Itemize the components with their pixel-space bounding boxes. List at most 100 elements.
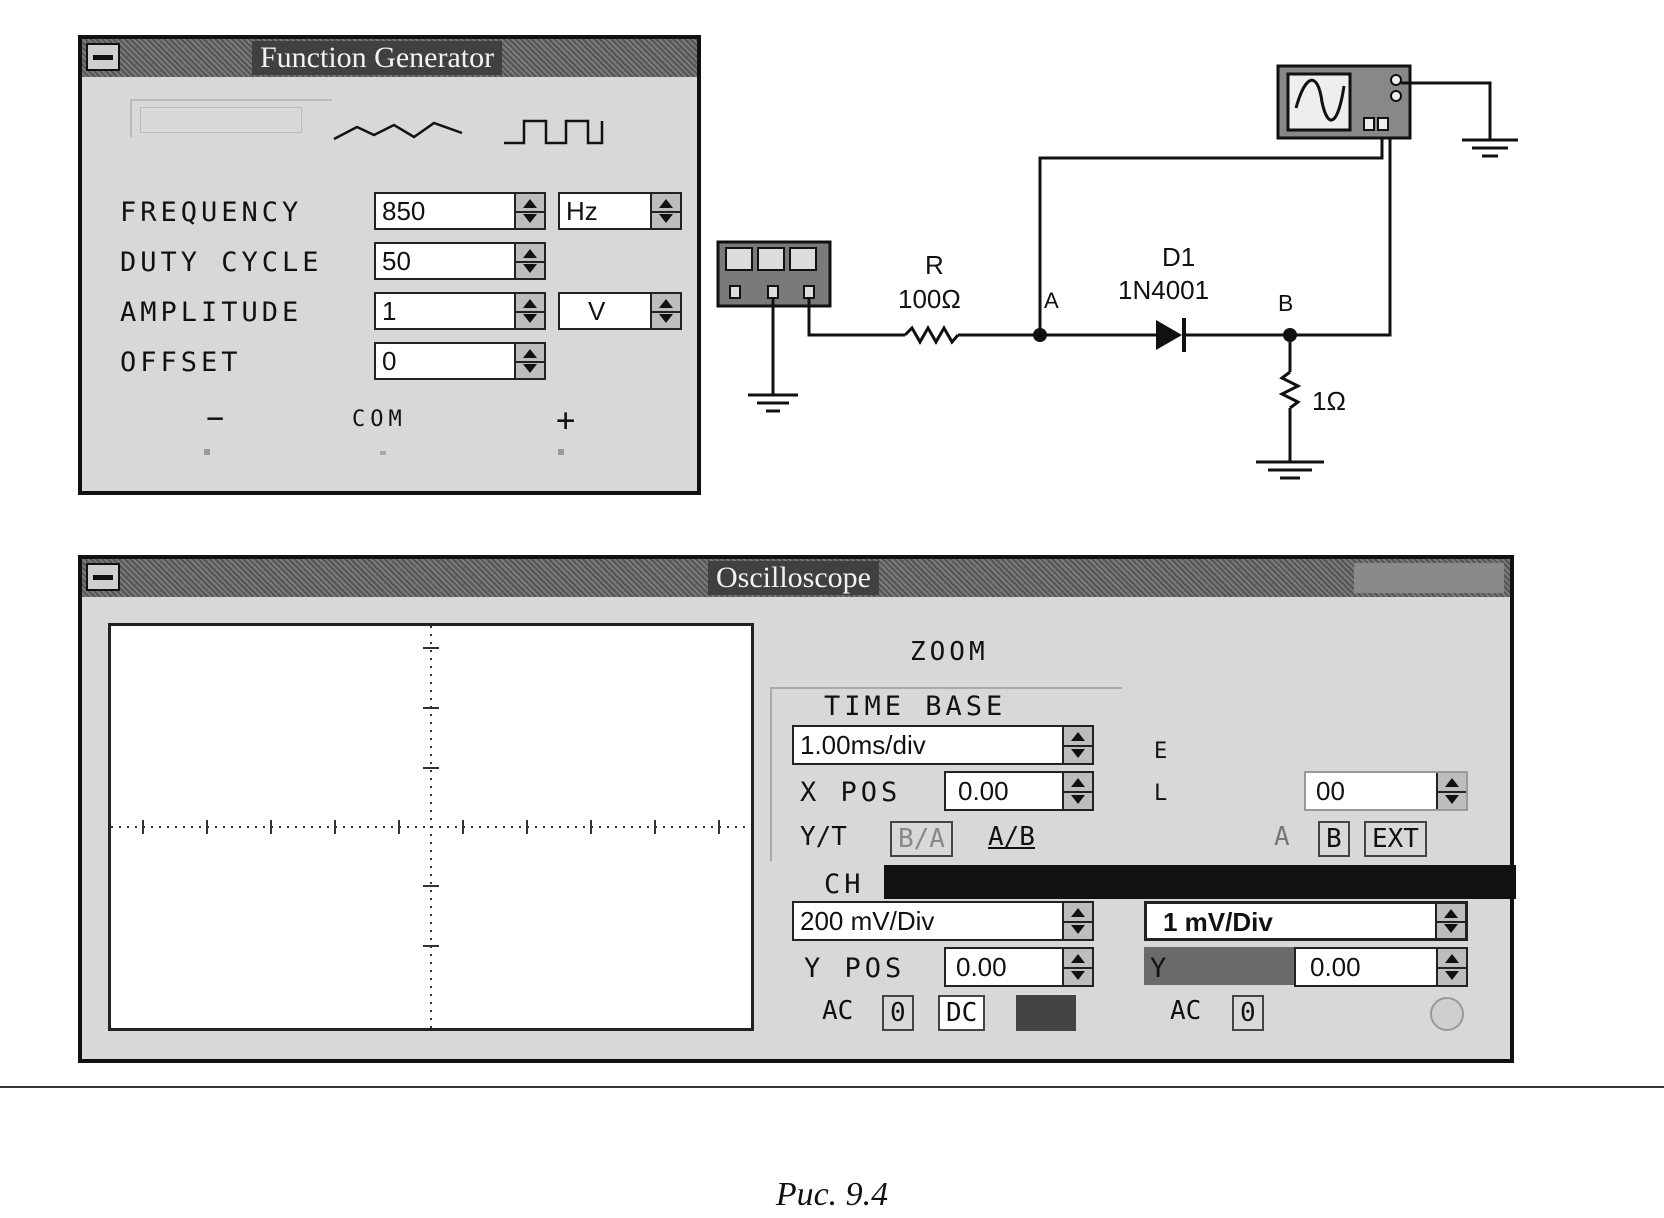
oscilloscope-instrument-icon[interactable] (1276, 64, 1412, 140)
frequency-spinner[interactable] (514, 194, 544, 228)
system-menu-button[interactable] (86, 43, 120, 71)
time-base-value: 1.00ms/div (800, 730, 926, 760)
square-wave-icon[interactable] (502, 115, 607, 149)
amplitude-unit-spinner[interactable] (650, 294, 680, 328)
resistor-load-value: 1Ω (1312, 386, 1346, 416)
frequency-unit-select[interactable]: Hz (558, 192, 682, 230)
y-pos-a-value: 0.00 (956, 952, 1007, 982)
amplitude-label: AMPLITUDE (120, 297, 303, 328)
channel-header-bar (884, 865, 1516, 899)
offset-spinner[interactable] (514, 344, 544, 378)
amplitude-value: 1 (382, 296, 397, 326)
channel-b-scale-value: 1 mV/Div (1163, 907, 1273, 937)
trigger-ext-button[interactable]: EXT (1364, 821, 1427, 857)
y-pos-b-spinner[interactable] (1436, 949, 1466, 985)
channel-a-scale-value: 200 mV/Div (800, 906, 935, 936)
diode-d1-symbol[interactable] (1156, 320, 1182, 350)
x-pos-spinner[interactable] (1062, 773, 1092, 809)
trigger-a-button[interactable]: A (1268, 821, 1296, 857)
caption-rule (0, 1086, 1664, 1088)
triangle-wave-icon[interactable] (332, 111, 467, 151)
resistor-r-symbol[interactable] (903, 324, 960, 346)
y-pos-b-input[interactable]: 0.00 (1294, 947, 1468, 987)
zoom-button[interactable]: ZOOM (910, 637, 989, 667)
x-pos-input[interactable]: 0.00 (944, 771, 1094, 811)
channel-a-scale-spinner[interactable] (1062, 903, 1092, 939)
diode-d1-name: D1 (1162, 242, 1196, 272)
trigger-level-value: 00 (1316, 776, 1345, 806)
sine-wave-button[interactable] (140, 107, 302, 133)
function-generator-titlebar[interactable]: Function Generator (82, 39, 697, 77)
channel-b-connector[interactable] (1430, 997, 1464, 1031)
amplitude-unit: V (588, 296, 606, 326)
channel-a-dc-button[interactable]: DC (938, 995, 986, 1031)
time-base-spinner[interactable] (1062, 727, 1092, 763)
mode-yt-button[interactable]: Y/T (794, 821, 853, 857)
channel-b-scale-select[interactable]: 1 mV/Div (1144, 901, 1468, 941)
channel-a-scale-select[interactable]: 200 mV/Div (792, 901, 1094, 941)
trigger-level-input[interactable]: 00 (1304, 771, 1468, 811)
amplitude-input[interactable]: 1 (374, 292, 546, 330)
offset-input[interactable]: 0 (374, 342, 546, 380)
node-b-label: B (1278, 290, 1294, 316)
trigger-b-button[interactable]: B (1318, 821, 1350, 857)
mode-ba-button[interactable]: B/A (890, 821, 953, 857)
channel-b-zero-button[interactable]: 0 (1232, 995, 1264, 1031)
frequency-unit-spinner[interactable] (650, 194, 680, 228)
figure-caption: Рис. 9.4 (775, 1176, 889, 1213)
trigger-level-label: L (1154, 781, 1172, 806)
resistor-r-value: 100Ω (898, 284, 961, 314)
offset-label: OFFSET (120, 347, 242, 378)
frequency-value: 850 (382, 196, 426, 226)
oscilloscope-window: Oscilloscope ZOOM TIME BASE 1.00ms/div X… (78, 555, 1516, 1063)
channel-a-zero-button[interactable]: 0 (882, 995, 914, 1031)
duty-cycle-spinner[interactable] (514, 244, 544, 278)
trigger-edge-label: E (1154, 739, 1172, 764)
window-control-buttons[interactable] (1354, 563, 1504, 593)
ground-symbol-generator (748, 298, 798, 413)
y-pos-a-label: Y POS (804, 953, 906, 984)
channel-b-scale-spinner[interactable] (1435, 904, 1465, 938)
function-generator-title: Function Generator (252, 41, 503, 75)
node-a-label: A (1044, 288, 1059, 313)
frequency-unit: Hz (566, 196, 598, 226)
frequency-label: FREQUENCY (120, 197, 303, 228)
frequency-input[interactable]: 850 (374, 192, 546, 230)
wire-b-to-scope (1290, 138, 1392, 337)
y-pos-b-label: Y (1150, 953, 1171, 984)
channel-a-ac-button[interactable]: AC (816, 995, 860, 1031)
circuit-schematic (716, 64, 1518, 480)
wire-generator-to-r (807, 298, 905, 337)
oscilloscope-title: Oscilloscope (708, 561, 879, 595)
terminal-plus-connector[interactable] (558, 449, 564, 455)
oscilloscope-titlebar[interactable]: Oscilloscope (82, 559, 1510, 597)
duty-cycle-value: 50 (382, 246, 411, 276)
duty-cycle-label: DUTY CYCLE (120, 247, 323, 278)
trigger-level-spinner[interactable] (1436, 773, 1466, 809)
amplitude-spinner[interactable] (514, 294, 544, 328)
terminal-com-connector[interactable] (380, 451, 386, 455)
amplitude-unit-select[interactable]: V (558, 292, 682, 330)
x-pos-value: 0.00 (958, 776, 1009, 806)
channel-b-ac-button[interactable]: AC (1164, 995, 1208, 1031)
function-generator-instrument-icon[interactable] (716, 240, 832, 308)
system-menu-button[interactable] (86, 563, 120, 591)
function-generator-window: Function Generator FREQUENCY 850 Hz DUTY… (78, 35, 701, 495)
duty-cycle-input[interactable]: 50 (374, 242, 546, 280)
x-pos-label: X POS (800, 777, 902, 808)
terminal-com-label: COM (352, 407, 407, 432)
oscilloscope-graticule (111, 626, 751, 1028)
resistor-r-name: R (925, 250, 944, 280)
time-base-select[interactable]: 1.00ms/div (792, 725, 1094, 765)
time-base-group (770, 687, 1122, 861)
waveform-selector-group (130, 99, 332, 137)
channel-a-label: CH (824, 869, 865, 900)
resistor-load-symbol[interactable] (1278, 370, 1302, 410)
y-pos-a-spinner[interactable] (1062, 949, 1092, 985)
terminal-minus-connector[interactable] (204, 449, 210, 455)
channel-a-connector[interactable] (1016, 995, 1076, 1031)
mode-ab-button[interactable]: A/B (982, 821, 1041, 857)
y-pos-a-input[interactable]: 0.00 (944, 947, 1094, 987)
ground-symbol-load (1256, 460, 1324, 480)
wire-a-to-scope (1038, 138, 1384, 335)
